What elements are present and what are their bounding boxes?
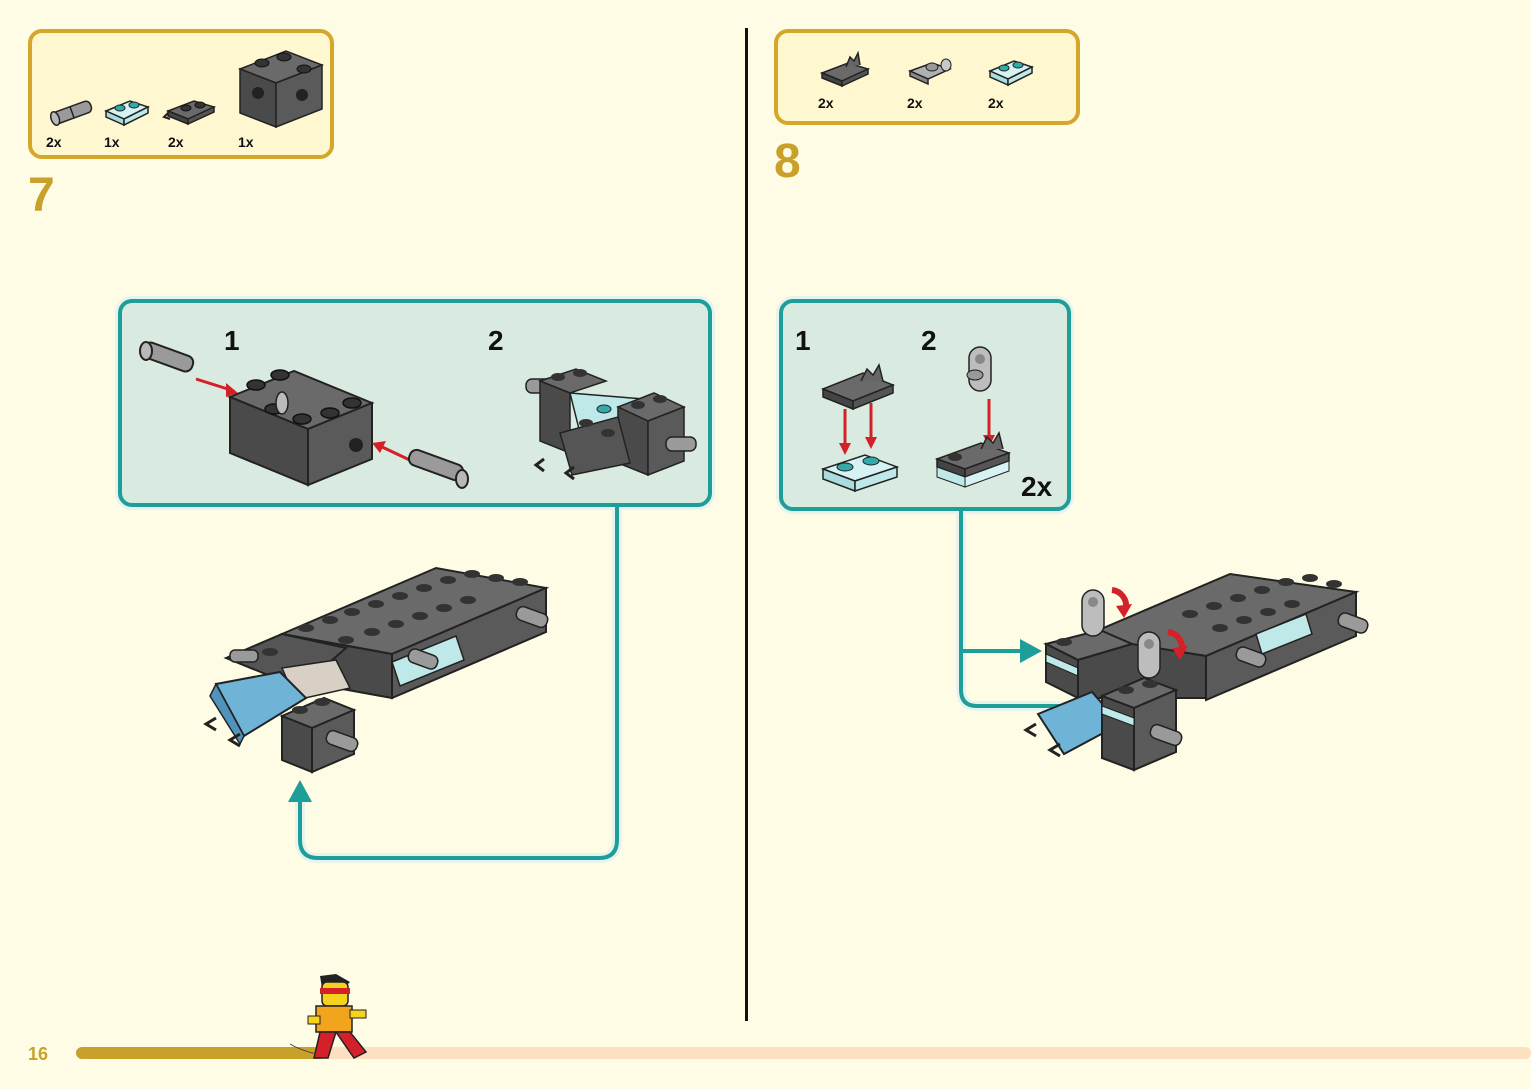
minifigure-icon: [306, 972, 378, 1064]
